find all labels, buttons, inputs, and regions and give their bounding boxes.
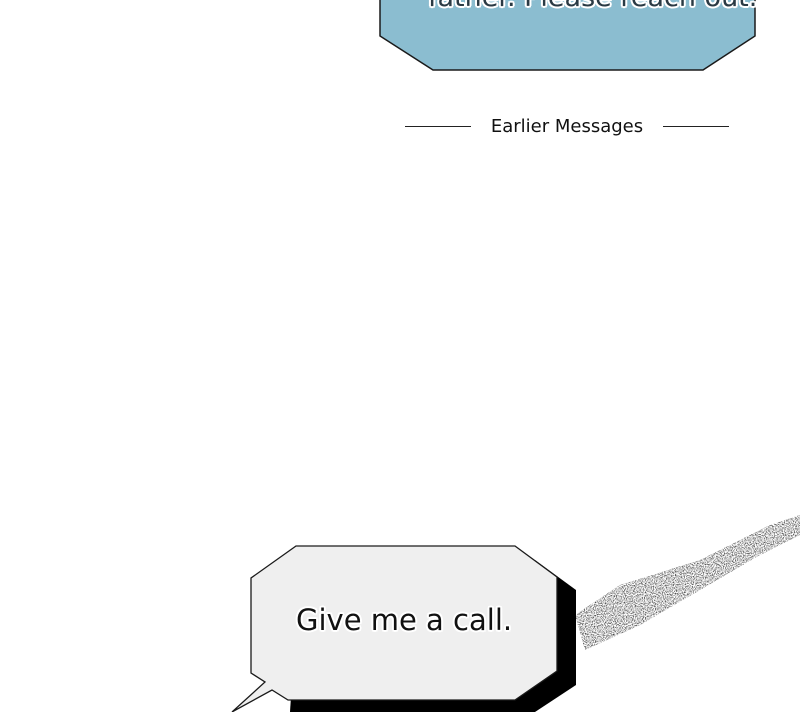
bottom-bubble-text: Give me a call. [296, 603, 513, 637]
divider-label: Earlier Messages [490, 115, 644, 137]
earlier-messages-divider: Earlier Messages [405, 113, 729, 139]
divider-line-left [405, 125, 471, 127]
divider-line-right [663, 125, 729, 127]
bottom-speech-bubble [231, 545, 558, 712]
top-bubble-text: father. Please reach out. [428, 0, 757, 13]
top-speech-bubble [379, 0, 756, 71]
spray-streak [575, 515, 800, 650]
